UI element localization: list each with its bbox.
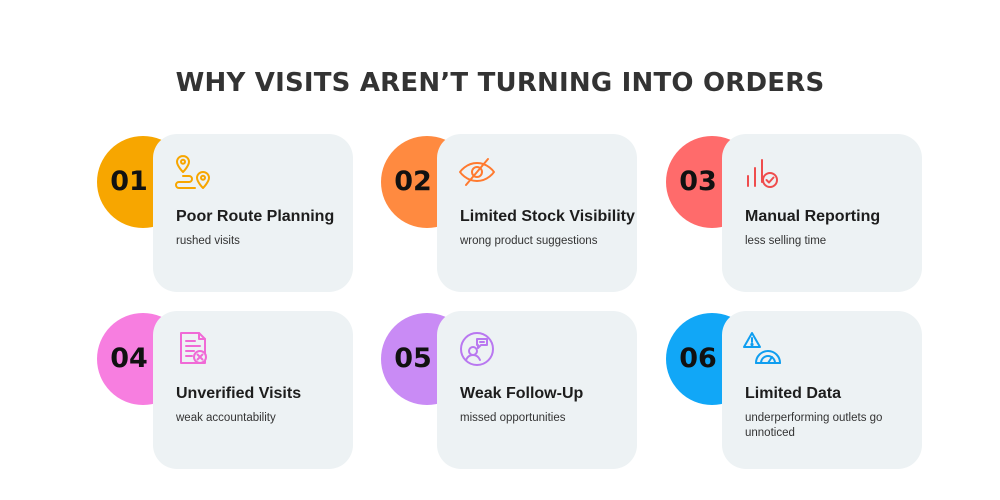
bar-check-icon: [742, 152, 782, 192]
step-number: 03: [679, 166, 717, 197]
step-heading: Manual Reporting: [745, 208, 881, 225]
step-text: Manual Reporting less selling time: [745, 206, 920, 249]
step-number: 02: [394, 166, 432, 197]
step-description: rushed visits: [176, 235, 240, 247]
step-panel: Weak Follow-Up missed opportunities: [437, 311, 637, 469]
step-panel: Unverified Visits weak accountability: [153, 311, 353, 469]
step-panel: Limited Data underperforming outlets go …: [722, 311, 922, 469]
step-card-04: 04 Unverified Visits weak accountability: [97, 311, 397, 471]
step-heading: Limited Data: [745, 385, 842, 402]
step-description: weak accountability: [176, 412, 276, 424]
step-heading: Weak Follow-Up: [460, 385, 584, 402]
gauge-warning-icon: [742, 329, 782, 369]
step-text: Limited Data underperforming outlets go …: [745, 383, 920, 441]
eye-slash-icon: [457, 152, 497, 192]
step-heading: Poor Route Planning: [176, 208, 335, 225]
step-heading: Unverified Visits: [176, 385, 302, 402]
route-pin-icon: [173, 152, 213, 192]
step-card-05: 05 Weak Follow-Up missed opportunities: [381, 311, 681, 471]
step-number: 06: [679, 343, 717, 374]
step-number: 04: [110, 343, 148, 374]
step-text: Poor Route Planning rushed visits: [176, 206, 351, 249]
step-description: wrong product suggestions: [460, 235, 598, 247]
page-title: WHY VISITS AREN’T TURNING INTO ORDERS: [175, 68, 825, 98]
person-chat-icon: [457, 329, 497, 369]
step-number: 01: [110, 166, 148, 197]
document-x-icon: [173, 329, 213, 369]
step-text: Weak Follow-Up missed opportunities: [460, 383, 635, 426]
step-card-01: 01 Poor Route Planning rushed visits: [97, 134, 397, 294]
step-card-06: 06 Limited Data underperforming outlets …: [666, 311, 966, 471]
step-description: less selling time: [745, 235, 827, 247]
step-heading: Limited Stock Visibility: [460, 208, 635, 225]
step-card-03: 03 Manual Reporting less selling time: [666, 134, 966, 294]
step-description: missed opportunities: [460, 412, 566, 424]
step-text: Unverified Visits weak accountability: [176, 383, 351, 426]
step-description: underperforming outlets go unnoticed: [745, 412, 883, 439]
step-panel: Limited Stock Visibility wrong product s…: [437, 134, 637, 292]
step-number: 05: [394, 343, 432, 374]
step-text: Limited Stock Visibility wrong product s…: [460, 206, 635, 249]
step-panel: Poor Route Planning rushed visits: [153, 134, 353, 292]
step-panel: Manual Reporting less selling time: [722, 134, 922, 292]
step-card-02: 02 Limited Stock Visibility wrong produc…: [381, 134, 681, 294]
